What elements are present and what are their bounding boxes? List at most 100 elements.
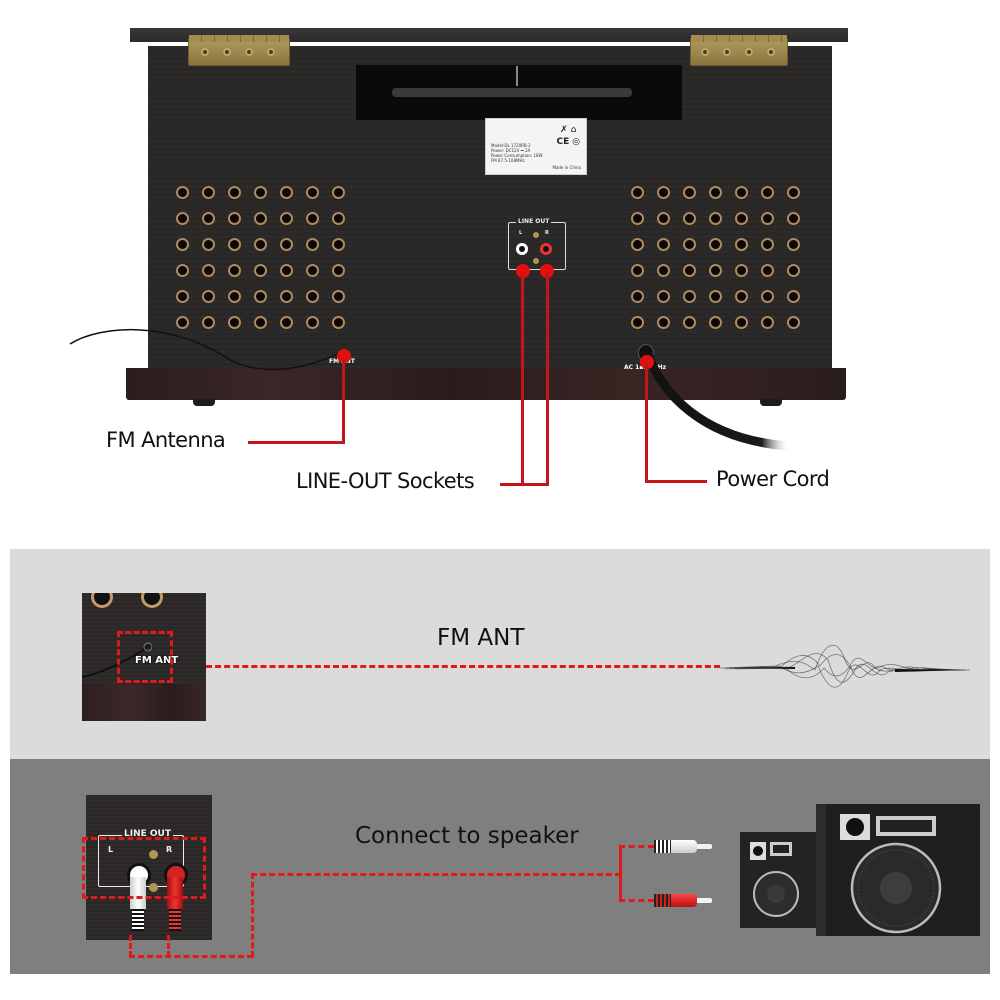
grille-hole-icon: [789, 188, 798, 197]
power-cord-leader-line: [645, 480, 707, 483]
speaker-connection-dashed-line: [619, 899, 654, 902]
grille-hole-icon: [178, 188, 187, 197]
thumb-lineout-title: LINE OUT: [122, 829, 173, 839]
grille-hole-icon: [256, 214, 265, 223]
grille-hole-icon: [789, 292, 798, 301]
grille-hole-icon: [763, 240, 772, 249]
grille-hole-icon: [763, 292, 772, 301]
grille-hole-icon: [789, 214, 798, 223]
speaker-connection-dashed-line: [251, 873, 254, 957]
speakers-icon: [740, 804, 980, 936]
ground-screw-icon: [533, 232, 539, 238]
fm-line: FM 87.5-108MHz: [491, 158, 525, 163]
white-rca-plug-icon: [654, 840, 714, 853]
fm-ant-highlight-box: [117, 631, 173, 683]
speaker-connection-dashed-line: [251, 873, 621, 876]
fm-antenna-callout: FM Antenna: [106, 428, 226, 452]
consumption-line: Power Consumption: 18W: [491, 153, 543, 158]
ground-screw-icon: [149, 883, 158, 892]
grille-hole-icon: [282, 240, 291, 249]
thumb-left-label: L: [108, 845, 114, 854]
antenna-wire-icon: [82, 642, 154, 678]
lineout-leader-line: [521, 272, 524, 485]
hinge-right-icon: [690, 35, 788, 66]
grille-hole-icon: [282, 188, 291, 197]
fm-ant-thumb-label: FM ANT: [135, 655, 179, 666]
grille-hole-icon: [308, 318, 317, 327]
grille-hole-icon: [204, 240, 213, 249]
grille-hole-icon: [633, 214, 642, 223]
speaker-connection-dashed-line: [129, 935, 132, 957]
grille-hole-icon: [633, 240, 642, 249]
cabinet-foot-left: [193, 399, 215, 406]
red-rca-plug-icon: [167, 877, 183, 909]
speaker-grille-right: [625, 180, 807, 336]
cabinet-base-detail: [82, 684, 206, 721]
grille-hole-icon: [334, 240, 343, 249]
lineout-left-jack[interactable]: [516, 243, 528, 255]
grille-hole-icon: [308, 240, 317, 249]
grille-hole-icon: [256, 188, 265, 197]
grille-hole-icon: [685, 214, 694, 223]
turntable-spindle-icon: [516, 66, 518, 86]
fm-antenna-leader-line: [248, 441, 345, 444]
grille-hole-icon: [204, 318, 213, 327]
grille-hole-icon: [711, 292, 720, 301]
power-cord-leader-line: [645, 362, 648, 483]
grille-hole-icon: [334, 266, 343, 275]
compliance-mark-icon: ◎: [572, 137, 580, 147]
speaker-panel-title: Connect to speaker: [355, 823, 579, 849]
grille-hole-icon: [711, 214, 720, 223]
grille-hole-icon: [737, 266, 746, 275]
lineout-leader-line: [500, 483, 549, 486]
grille-hole-icon: [308, 292, 317, 301]
grille-hole-icon: [659, 292, 668, 301]
grille-hole-icon: [659, 318, 668, 327]
grille-hole-icon: [230, 292, 239, 301]
grille-hole-icon: [633, 318, 642, 327]
red-plug-grip-icon: [169, 909, 181, 931]
grille-hole-icon: [685, 240, 694, 249]
grille-hole-icon: [178, 266, 187, 275]
grille-hole-icon: [256, 266, 265, 275]
grille-hole-icon: [789, 240, 798, 249]
speaker-grille-left: [170, 180, 352, 336]
speaker-connection-dashed-line: [129, 955, 253, 958]
grille-hole-icon: [230, 214, 239, 223]
grille-hole-icon: [763, 266, 772, 275]
recycle-icon: ⌂: [570, 125, 577, 135]
grille-hole-icon: [204, 188, 213, 197]
origin-text: Made in China: [552, 165, 581, 170]
grille-hole-icon: [94, 593, 110, 605]
grille-hole-icon: [633, 188, 642, 197]
grille-hole-icon: [737, 214, 746, 223]
grille-hole-icon: [282, 266, 291, 275]
grille-hole-icon: [737, 240, 746, 249]
lineout-left-label: L: [519, 230, 523, 236]
rating-specs: Model:DL 1720RB-2 Power: DC12V ⎓ 2A Powe…: [491, 143, 543, 163]
grille-hole-icon: [282, 292, 291, 301]
grille-hole-icon: [204, 266, 213, 275]
grille-hole-icon: [204, 214, 213, 223]
grille-hole-icon: [737, 318, 746, 327]
grille-hole-icon: [763, 188, 772, 197]
grille-hole-icon: [178, 318, 187, 327]
grille-hole-icon: [308, 266, 317, 275]
ground-screw-icon: [149, 850, 158, 859]
grille-hole-icon: [659, 240, 668, 249]
lineout-right-jack[interactable]: [540, 243, 552, 255]
grille-hole-icon: [334, 188, 343, 197]
grille-hole-icon: [230, 188, 239, 197]
grille-hole-icon: [737, 188, 746, 197]
product-back-view: ✗ ⌂ CE ◎ Model:DL 1720RB-2 Power: DC12V …: [69, 28, 848, 493]
weee-bin-icon: ✗: [560, 125, 568, 135]
lineout-leader-line: [546, 272, 549, 485]
grille-hole-icon: [763, 214, 772, 223]
lineout-right-marker: [540, 264, 554, 278]
grille-hole-icon: [256, 292, 265, 301]
lineout-thumbnail: LINE OUT L R: [82, 795, 212, 940]
antenna-wire-icon: [69, 328, 343, 371]
grille-hole-icon: [204, 292, 213, 301]
grille-hole-icon: [282, 214, 291, 223]
model-line: Model:DL 1720RB-2: [491, 143, 531, 148]
